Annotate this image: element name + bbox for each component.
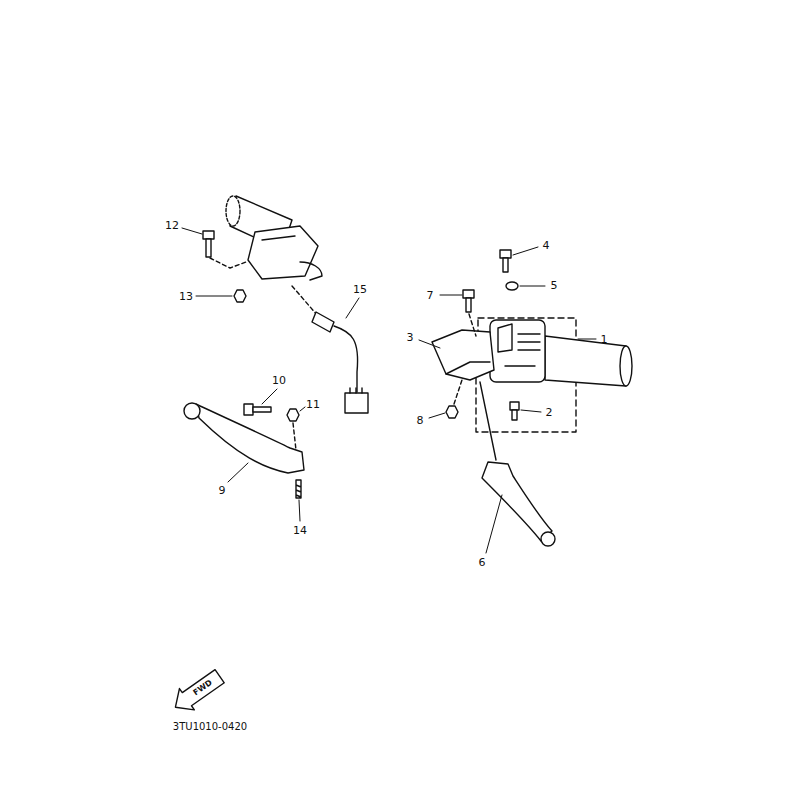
direction-label: FWD <box>192 679 214 698</box>
callout-number: 11 <box>306 399 320 410</box>
callout-number: 8 <box>417 415 424 426</box>
callout-number: 12 <box>165 220 179 231</box>
screw <box>296 480 301 498</box>
washer <box>506 282 518 290</box>
drawing-code: 3TU1010-0420 <box>173 722 247 732</box>
bolt <box>500 250 511 272</box>
nut <box>234 290 246 302</box>
right-switch <box>490 320 632 386</box>
callout-number: 5 <box>551 280 558 291</box>
lever-bracket <box>432 330 494 380</box>
bolt <box>203 231 214 257</box>
forward-arrow <box>168 666 227 718</box>
callout-number: 14 <box>293 525 307 536</box>
left-housing <box>226 196 322 280</box>
switch-cable <box>312 312 368 413</box>
callout-number: 10 <box>272 375 286 386</box>
callout-number: 7 <box>427 290 434 301</box>
callout-number: 13 <box>179 291 193 302</box>
callout-number: 6 <box>479 557 486 568</box>
leader-lines <box>182 228 596 553</box>
nut <box>446 406 458 418</box>
nut <box>287 409 299 421</box>
callout-number: 3 <box>407 332 414 343</box>
callout-number: 4 <box>543 240 550 251</box>
callout-number: 9 <box>219 485 226 496</box>
bolt <box>463 290 474 312</box>
callout-number: 2 <box>546 407 553 418</box>
screw <box>510 402 519 420</box>
brake-lever <box>482 462 555 546</box>
callout-number: 15 <box>353 284 367 295</box>
clutch-lever <box>184 403 304 473</box>
bolt <box>244 404 271 415</box>
callout-number: 1 <box>601 334 608 345</box>
